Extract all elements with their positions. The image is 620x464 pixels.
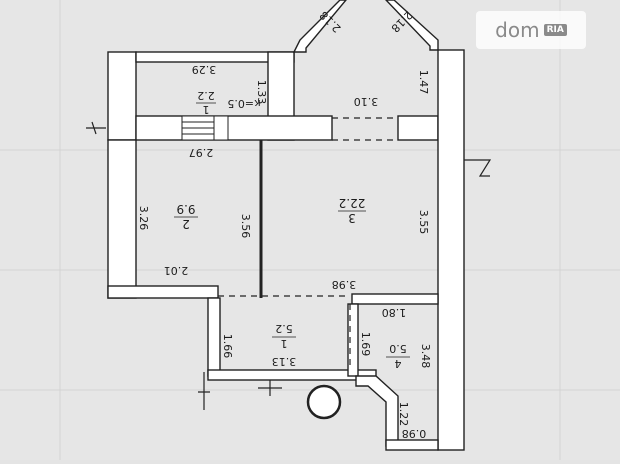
dim-room4-top: 1.80 bbox=[382, 306, 407, 319]
wall-bath-left bbox=[347, 303, 359, 377]
room-area: 9.9 bbox=[176, 202, 195, 216]
break-mark-bottom-mid bbox=[258, 380, 282, 396]
stairs bbox=[181, 115, 229, 141]
dim-upper-height: 1.33 bbox=[255, 80, 268, 105]
dim-corridor-left: 1.66 bbox=[221, 334, 234, 359]
room-number: 4 bbox=[395, 357, 402, 370]
wall-lower-left bbox=[107, 285, 219, 299]
room-area: 22.2 bbox=[339, 196, 366, 210]
walls bbox=[107, 0, 465, 451]
wall-bay-left bbox=[292, 0, 347, 53]
room-note: к=0.5 bbox=[227, 97, 260, 110]
wall-upper-left bbox=[107, 51, 137, 141]
room-number: 1 bbox=[203, 103, 210, 116]
wall-mid-horizontal bbox=[135, 115, 333, 141]
break-mark-right bbox=[464, 159, 492, 177]
openings bbox=[218, 117, 398, 370]
wall-corridor-left bbox=[207, 297, 221, 377]
dim-room2-left: 3.26 bbox=[137, 206, 150, 231]
room-area: 5.2 bbox=[275, 322, 293, 335]
fixture-circle bbox=[306, 384, 342, 420]
room-label-upper: 1 2.2 к=0.5 bbox=[196, 89, 261, 116]
watermark-brand: dom bbox=[495, 18, 540, 42]
room-label-corridor: 1 5.2 bbox=[272, 322, 296, 350]
wall-bottom bbox=[385, 439, 439, 451]
room-number: 3 bbox=[348, 211, 356, 225]
dim-room2-bottom: 2.01 bbox=[164, 264, 189, 277]
dim-room2-top: 2.97 bbox=[189, 146, 214, 159]
dim-corridor-bottom: 3.13 bbox=[272, 355, 297, 368]
break-marks bbox=[86, 121, 492, 410]
room-area: 5.0 bbox=[389, 342, 407, 355]
dim-room3-right: 3.55 bbox=[417, 210, 430, 235]
dim-upper-width: 3.29 bbox=[192, 63, 217, 76]
wall-mid-horizontal-right bbox=[397, 115, 439, 141]
dim-room4-right: 3.48 bbox=[419, 344, 432, 369]
break-mark-left bbox=[86, 121, 106, 135]
room-label-4: 4 5.0 bbox=[386, 342, 410, 370]
room-labels: 1 2.2 к=0.5 2 9.9 3 22.2 1 5.2 4 5.0 bbox=[174, 89, 410, 370]
room-number: 1 bbox=[281, 337, 288, 350]
wall-lower-right bbox=[351, 293, 439, 305]
dim-bottom: 0.98 bbox=[402, 427, 427, 440]
room-label-3: 3 22.2 bbox=[338, 196, 366, 225]
dim-room2-right: 3.56 bbox=[239, 214, 252, 239]
dim-opening-width: 3.10 bbox=[354, 95, 379, 108]
watermark-badge: RIA bbox=[543, 24, 567, 36]
wall-right-outer bbox=[437, 49, 465, 451]
break-mark-bottom-left bbox=[198, 372, 210, 410]
wall-bay-right bbox=[385, 0, 439, 51]
domria-watermark: dom RIA bbox=[476, 11, 586, 49]
dim-bath-diagonal: 1.22 bbox=[397, 402, 410, 427]
dim-right-top: 1.47 bbox=[417, 70, 430, 95]
room-area: 2.2 bbox=[197, 89, 215, 102]
room-label-2: 2 9.9 bbox=[174, 202, 198, 231]
dim-room3-bottom: 3.98 bbox=[332, 278, 357, 291]
dim-room4-left: 1.69 bbox=[359, 332, 372, 357]
wall-left-outer bbox=[107, 139, 137, 299]
wall-corridor-bottom bbox=[207, 369, 377, 381]
room-number: 2 bbox=[182, 217, 190, 231]
